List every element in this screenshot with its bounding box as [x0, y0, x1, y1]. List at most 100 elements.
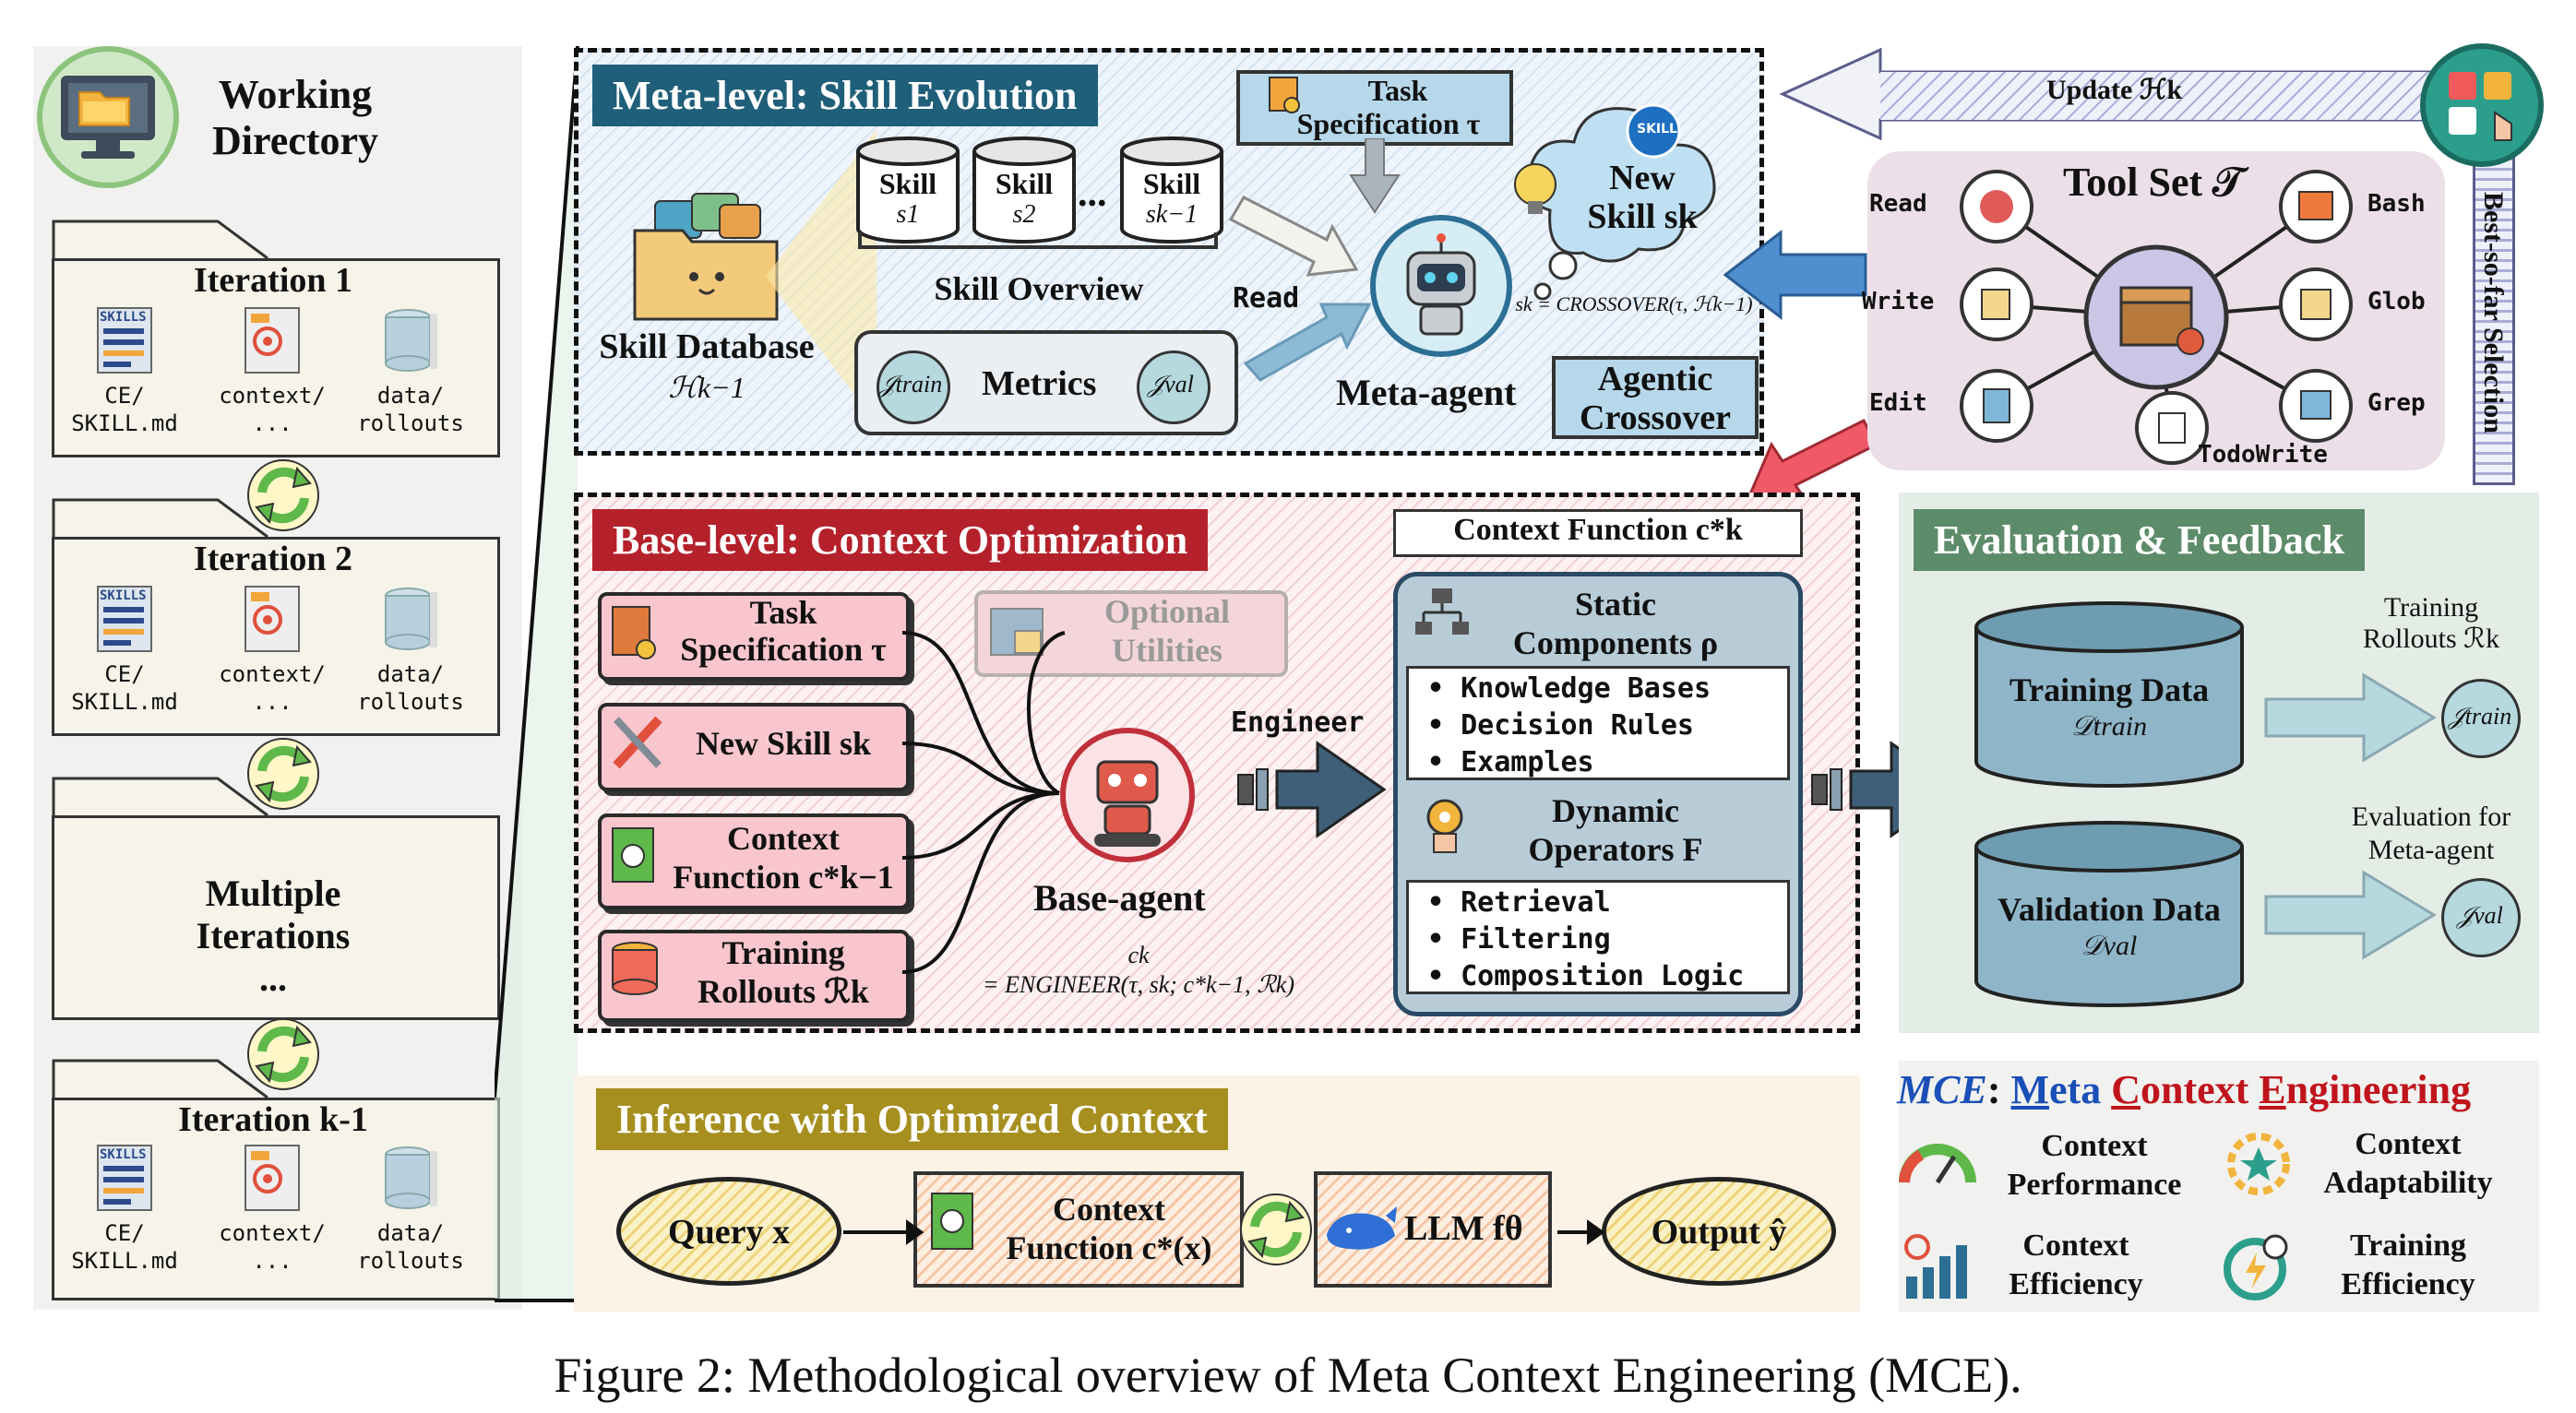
data-file-icon [385, 309, 437, 372]
benefit-line: Adaptability [2323, 1166, 2493, 1200]
base-card-context-function-text: Context Function c*k−1 [659, 819, 908, 896]
iteration-title: Iteration 2 [193, 540, 353, 578]
file-label[interactable]: context/... [219, 1220, 326, 1274]
benefit-line: Performance [2007, 1168, 2182, 1202]
file-label[interactable]: CE/SKILL.md [71, 661, 178, 715]
skill-database-label: Skill Database ℋk−1 [587, 327, 827, 408]
context-file-icon [244, 586, 300, 652]
multiple-iterations-folder[interactable] [52, 815, 500, 1020]
task-spec-line2: Specification τ [1296, 107, 1481, 140]
context-function-header-text: Context Function c*k [1453, 513, 1743, 547]
skill-database-symbol: ℋk−1 [668, 371, 745, 404]
mce-word-rest: ontext [2140, 1067, 2249, 1112]
validation-data-text: Validation Data [1998, 891, 2221, 928]
inference-doc-icon [931, 1193, 973, 1250]
agentic-crossover-line1: Agentic [1597, 360, 1713, 398]
working-directory-title: Working Directory [185, 72, 406, 164]
mce-word-rest: eta [2049, 1067, 2102, 1112]
mce-word-rest: ngineering [2285, 1067, 2472, 1112]
skill-database-text: Skill Database [599, 327, 815, 366]
read-label: Read [1233, 282, 1300, 315]
task-specification-label: Task Specification τ [1264, 74, 1513, 140]
folder-tab [52, 498, 268, 539]
tool-todowrite-label: TodoWrite [2198, 441, 2328, 469]
evaluation-title: Evaluation & Feedback [1914, 509, 2365, 571]
file-label[interactable]: data/rollouts [357, 383, 464, 436]
validation-output-arrow [2264, 870, 2437, 960]
tool-glob-label: Glob [2367, 288, 2426, 315]
tool-set-title: Tool Set 𝒯 [2063, 160, 2244, 205]
dynamic-line1: Dynamic [1552, 792, 1679, 829]
base-card-task-spec-text: Task Specification τ [659, 594, 908, 668]
file-label[interactable]: CE/SKILL.md [71, 1220, 178, 1274]
static-item: • Examples [1427, 746, 1594, 778]
multiple-line1: Multiple [205, 873, 341, 914]
gear-hand-icon [1426, 799, 1463, 853]
mce-word-initial: C [2111, 1067, 2141, 1112]
folder-tab [52, 220, 268, 260]
static-line1: Static [1575, 586, 1656, 623]
file-label[interactable]: context/... [219, 661, 326, 715]
tool-grep-label: Grep [2367, 389, 2426, 417]
llm-label: LLM fθ [1404, 1209, 1523, 1248]
network-icon [1415, 588, 1469, 635]
base-card-training-rollouts-text: Training Rollouts ℛk [659, 933, 908, 1011]
folder-tab [52, 1059, 268, 1099]
base-agent-label: Base-agent [1033, 877, 1206, 919]
mce-word-context: Context [2111, 1067, 2248, 1112]
base-card-line: Specification τ [680, 631, 887, 668]
inference-title: Inference with Optimized Context [596, 1088, 1228, 1150]
folder-tab [52, 777, 268, 817]
inference-context-line1: Context [1053, 1191, 1165, 1228]
iteration-title: Iteration 1 [193, 261, 353, 300]
file-label[interactable]: data/rollouts [357, 661, 464, 715]
mce-word-engineering: Engineering [2259, 1067, 2471, 1112]
optional-utilities-label: Optional Utilities [1052, 592, 1282, 670]
toolset-to-meta-arrow [1723, 229, 1867, 321]
file-label[interactable]: context/... [219, 383, 326, 436]
crossover-formula: sk = CROSSOVER(τ, ℋk−1) [1515, 292, 1753, 315]
skill-ellipsis: ... [1078, 172, 1107, 215]
inference-cycle-icon [1240, 1193, 1312, 1265]
figure-caption: Figure 2: Methodological overview of Met… [554, 1348, 2022, 1403]
static-item: • Decision Rules [1427, 709, 1694, 742]
base-card-task-spec [598, 592, 910, 681]
folder-monitor-icon [37, 46, 179, 188]
new-skill-cloud [1514, 103, 1716, 301]
mce-abbrev: MCE [1897, 1067, 1987, 1112]
multiple-iterations-label: Multiple Iterations ... [52, 873, 495, 1000]
output-ellipse [1602, 1177, 1836, 1286]
tool-edit-label: Edit [1869, 389, 1927, 417]
j-val-text: 𝒥val [1148, 371, 1194, 398]
benefit-line: Efficiency [2341, 1267, 2475, 1301]
update-arrow [1779, 47, 2436, 141]
new-skill-line2: Skill sk [1587, 197, 1698, 236]
file-label[interactable]: data/rollouts [357, 1220, 464, 1274]
context-file-icon [244, 1145, 300, 1211]
training-data-cylinder [1974, 601, 2244, 788]
context-function-header [1393, 509, 1803, 557]
tool-write-label: Write [1862, 288, 1935, 315]
inference-context-line2: Function c*(x) [1006, 1229, 1212, 1266]
file-label[interactable]: CE/SKILL.md [71, 383, 178, 436]
inference-arrows [843, 1219, 1605, 1245]
mce-word-initial: M [2010, 1067, 2050, 1112]
meta-arrows [1228, 138, 1401, 382]
dynamic-line2: Operators F [1528, 831, 1703, 868]
skill-database-icon [633, 193, 779, 321]
task-document-icon [1269, 77, 1300, 113]
base-card-new-skill-text: New Skill sk [659, 725, 908, 762]
base-card-line: Rollouts ℛk [698, 973, 869, 1010]
update-label: Update ℋk [2046, 75, 2183, 105]
database-stack-icon [612, 942, 658, 995]
j-val-circle [1137, 350, 1210, 424]
data-file-icon [385, 1146, 437, 1209]
base-card-line: Context [727, 820, 840, 857]
best-so-far-bar [2473, 138, 2515, 485]
context-doc-icon [612, 827, 654, 883]
j-train-text: 𝒥train [878, 371, 943, 398]
whale-icon [1327, 1206, 1397, 1250]
skills-tag: SKILLS [100, 310, 147, 325]
data-file-icon [385, 588, 437, 650]
